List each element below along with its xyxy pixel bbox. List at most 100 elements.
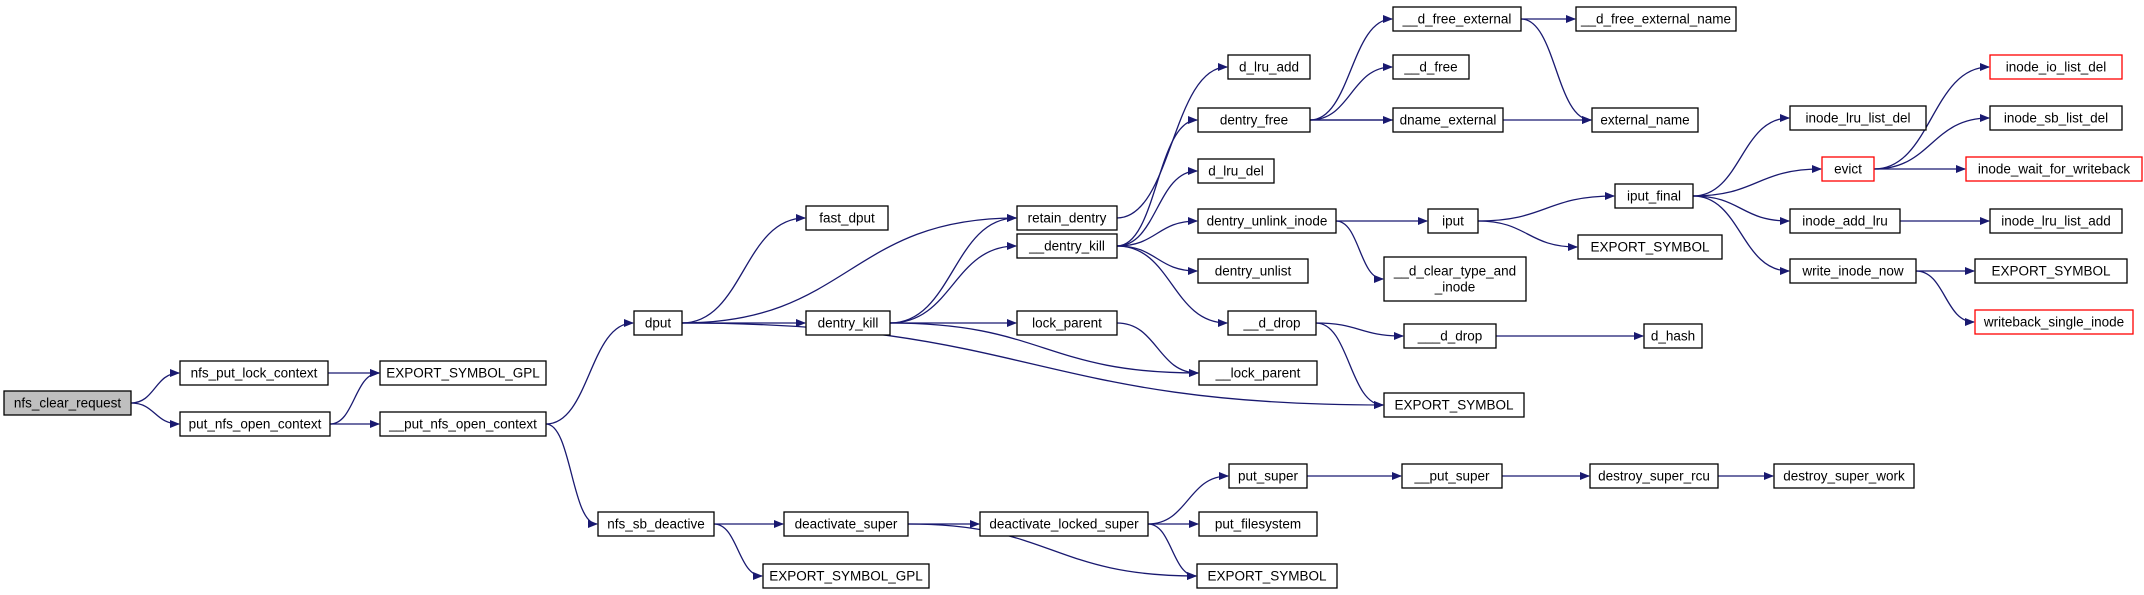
edge-lock-parent-to-lock-parent [1116,322,1199,377]
node-lock-parent[interactable]: __lock_parent [1198,360,1318,386]
node-box [1989,105,2123,131]
node-export-3[interactable]: EXPORT_SYMBOL [1974,258,2128,284]
node-box [805,205,889,231]
nodes-layer: nfs_clear_request nfs_put_lock_contextput… [3,6,2143,589]
node-box [1403,323,1497,349]
node-box [1577,234,1723,260]
node-box [1198,511,1318,537]
node-label: d_lru_add [1239,60,1299,75]
node-iput[interactable]: iput [1427,208,1479,234]
node-inode-wait-for-writeback[interactable]: inode_wait_for_writeback [1965,156,2143,182]
node-dentry-free[interactable]: dentry_free [1197,107,1311,133]
node-retain-dentry[interactable]: retain_dentry [1016,205,1118,231]
node-box [1974,309,2134,335]
node-box [1575,6,1737,32]
node-d-drop[interactable]: ___d_drop [1403,323,1497,349]
node-box [3,390,132,416]
edge-iput-final-to-inode-lru-list-del [1692,114,1790,197]
node-label: retain_dentry [1028,211,1107,226]
node-label: EXPORT_SYMBOL [1207,569,1327,584]
node-deactivate-locked-super[interactable]: deactivate_locked_super [979,511,1149,537]
node-d-free-external[interactable]: __d_free_external [1392,6,1522,32]
node-box [1789,208,1901,234]
node-box [1789,105,1927,131]
node-label: __put_nfs_open_context [388,417,537,432]
node-box [1198,360,1318,386]
node-deactivate-super[interactable]: deactivate_super [783,511,909,537]
node-box [1228,463,1308,489]
node-d-clear-type-and-inode[interactable]: __d_clear_type_and_inode [1383,256,1527,302]
edge-dput-to-retain-dentry [681,214,1017,324]
node-export-gpl-1[interactable]: EXPORT_SYMBOL_GPL [379,360,547,386]
node-dentry-kill[interactable]: dentry_kill [805,310,891,336]
node-dentry-unlist[interactable]: dentry_unlist [1197,258,1309,284]
node-inode-lru-list-del[interactable]: inode_lru_list_del [1789,105,1927,131]
node-label: nfs_sb_deactive [607,517,705,532]
node-d-drop[interactable]: __d_drop [1227,310,1317,336]
node-external-name[interactable]: external_name [1591,107,1699,133]
node-write-inode-now[interactable]: write_inode_now [1789,258,1917,284]
node-put-super[interactable]: put_super [1228,463,1308,489]
node-put-nfs-open-context[interactable]: __put_nfs_open_context [379,411,547,437]
node-label: inode_io_list_del [2006,60,2107,75]
node-label: external_name [1600,113,1689,128]
node-d-free[interactable]: __d_free [1392,54,1470,80]
node-lock-parent[interactable]: lock_parent [1016,310,1118,336]
node-inode-add-lru[interactable]: inode_add_lru [1789,208,1901,234]
node-box [1974,258,2128,284]
edge-evict-to-inode-io-list-del [1873,63,1990,170]
node-destroy-super-work[interactable]: destroy_super_work [1773,463,1915,489]
node-label: deactivate_locked_super [989,517,1139,532]
edge-put-nfs-open-context-to-nfs-sb-deactive [545,423,598,528]
node-iput-final[interactable]: iput_final [1614,183,1694,209]
edge-nfs-clear-request-to-put-nfs-open-context [130,402,180,428]
node-evict[interactable]: evict [1821,156,1875,182]
node-put-super[interactable]: __put_super [1401,463,1503,489]
edge-dentry-free-to-d-free [1309,63,1393,121]
node-nfs-sb-deactive[interactable]: nfs_sb_deactive [597,511,715,537]
node-nfs-clear-request[interactable]: nfs_clear_request [3,390,132,416]
node-label: dentry_unlink_inode [1207,214,1328,229]
node-box [179,360,329,386]
node-label: __dentry_kill [1028,239,1105,254]
node-export-gpl-2[interactable]: EXPORT_SYMBOL_GPL [762,563,930,589]
node-label: iput [1442,214,1464,229]
node-writeback-single-inode[interactable]: writeback_single_inode [1974,309,2134,335]
node-label: _inode [1434,280,1476,295]
node-destroy-super-rcu[interactable]: destroy_super_rcu [1589,463,1719,489]
node-label: __put_super [1413,469,1490,484]
edge-iput-final-to-evict [1692,165,1822,197]
node-put-nfs-open-context[interactable]: put_nfs_open_context [179,411,331,437]
node-dname-external[interactable]: dname_external [1392,107,1504,133]
node-put-filesystem[interactable]: put_filesystem [1198,511,1318,537]
node-dput[interactable]: dput [633,310,683,336]
node-box [1392,54,1470,80]
node-inode-sb-list-del[interactable]: inode_sb_list_del [1989,105,2123,131]
node-box [1197,107,1311,133]
node-export-4[interactable]: EXPORT_SYMBOL [1196,563,1338,589]
node-export-2[interactable]: EXPORT_SYMBOL [1577,234,1723,260]
node-box [762,563,930,589]
node-label: dentry_kill [818,316,879,331]
node-dentry-kill[interactable]: __dentry_kill [1016,233,1118,259]
node-d-lru-add[interactable]: d_lru_add [1227,54,1311,80]
edge-evict-to-inode-sb-list-del [1873,114,1990,170]
node-inode-io-list-del[interactable]: inode_io_list_del [1989,54,2123,80]
edge-write-inode-now-to-writeback-single-inode [1915,270,1975,326]
node-label: __d_drop [1242,316,1300,331]
node-d-lru-del[interactable]: d_lru_del [1197,158,1275,184]
edge-put-nfs-open-context-to-export-gpl-1 [329,369,380,425]
node-fast-dput[interactable]: fast_dput [805,205,889,231]
node-inode-lru-list-add[interactable]: inode_lru_list_add [1989,208,2123,234]
node-d-hash[interactable]: d_hash [1643,323,1703,349]
node-label: inode_lru_list_del [1805,111,1910,126]
node-export-1[interactable]: EXPORT_SYMBOL [1383,392,1525,418]
node-d-free-external-name[interactable]: __d_free_external_name [1575,6,1737,32]
node-nfs-put-lock-context[interactable]: nfs_put_lock_context [179,360,329,386]
node-label: dput [645,316,672,331]
node-label: fast_dput [819,211,875,226]
edge-iput-final-to-write-inode-now [1692,195,1790,275]
edge-dentry-kill-to-dentry-kill [889,242,1017,324]
node-label: iput_final [1627,189,1681,204]
node-dentry-unlink-inode[interactable]: dentry_unlink_inode [1197,208,1337,234]
